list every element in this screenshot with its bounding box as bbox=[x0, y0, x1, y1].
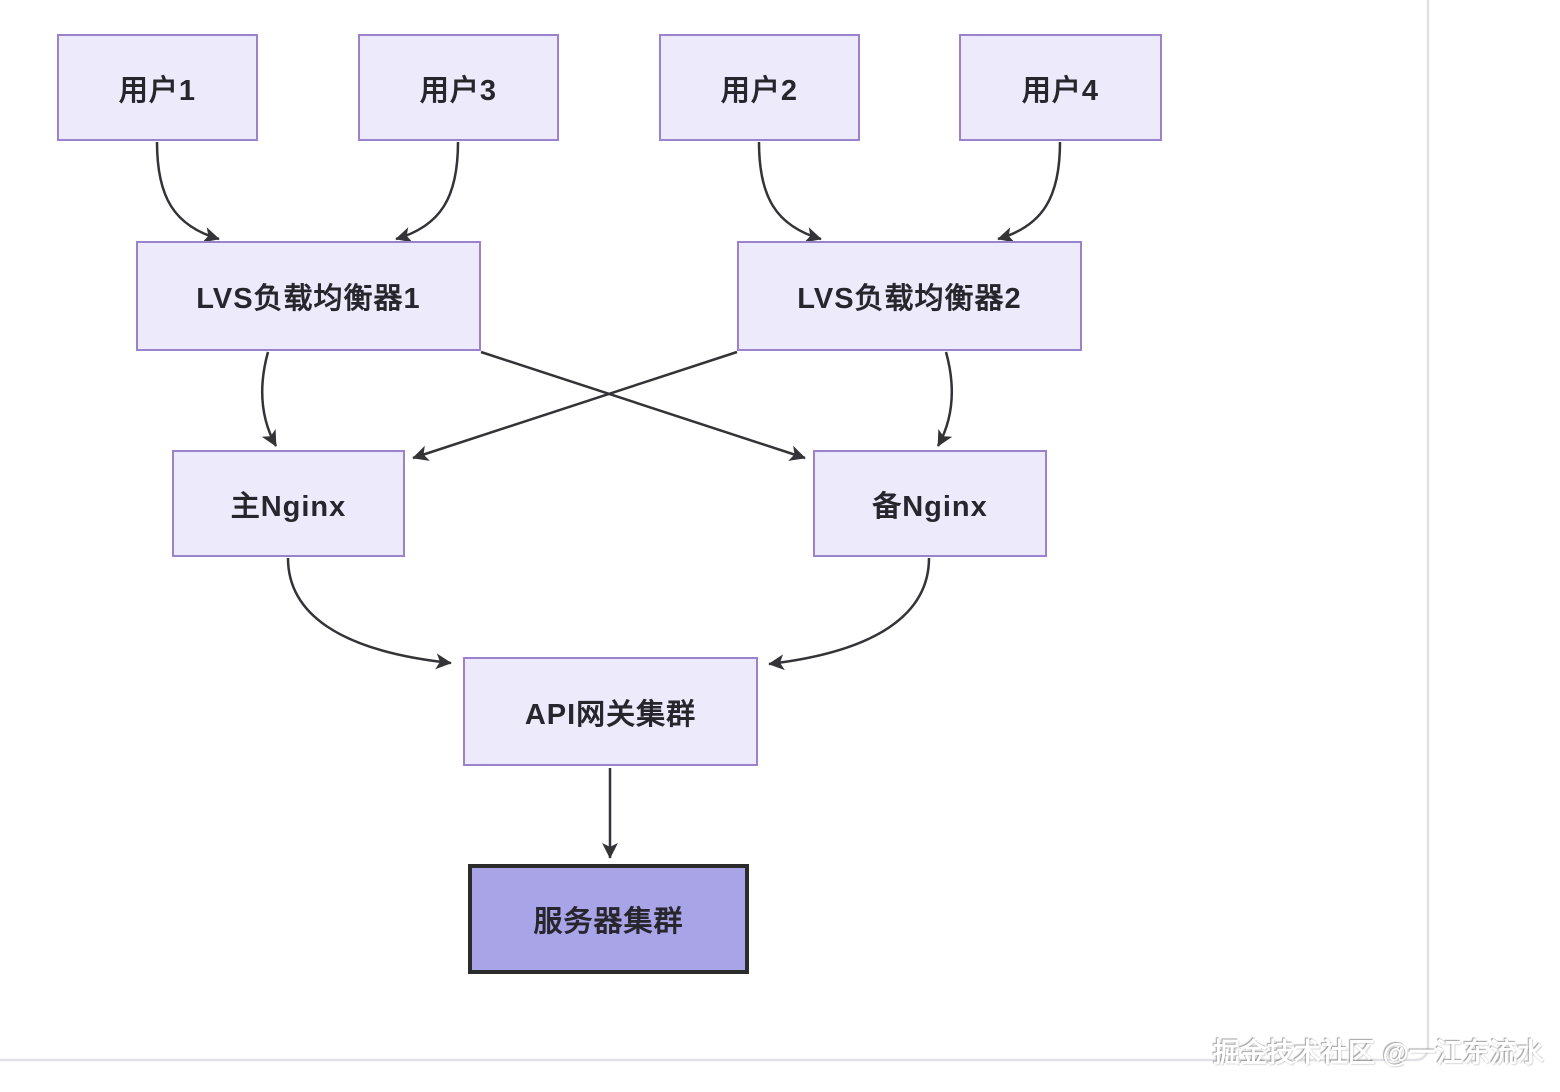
node-nginx-backup[interactable]: 备Nginx bbox=[813, 450, 1047, 557]
node-api-gateway-label: API网关集群 bbox=[524, 698, 697, 731]
node-user1[interactable]: 用户1 bbox=[57, 34, 258, 141]
arrow-nginx-backup-api bbox=[768, 557, 931, 671]
node-server-cluster-label: 服务器集群 bbox=[533, 906, 684, 938]
node-lvs2-label: LVS负载均衡器2 bbox=[797, 283, 1022, 315]
watermark: 掘金技术社区 @一江东流水 bbox=[1213, 1038, 1544, 1068]
node-lvs-load-balancer-1[interactable]: LVS负载均衡器1 bbox=[136, 241, 481, 351]
arrow-lvs1-nginx-primary bbox=[260, 351, 278, 447]
node-api-gateway-cluster[interactable]: API网关集群 bbox=[463, 657, 758, 766]
arrow-user4-lvs2 bbox=[997, 141, 1062, 243]
node-user4[interactable]: 用户4 bbox=[959, 34, 1162, 141]
arrow-lvs1-nginx-backup bbox=[480, 350, 806, 461]
arrows-group bbox=[155, 141, 1062, 859]
canvas-edge-line bbox=[0, 0, 1430, 1062]
node-user3[interactable]: 用户3 bbox=[358, 34, 559, 141]
arrow-user3-lvs1 bbox=[395, 141, 460, 243]
arrow-nginx-primary-api bbox=[286, 557, 452, 670]
node-user3-label: 用户3 bbox=[419, 74, 498, 107]
node-lvs-load-balancer-2[interactable]: LVS负载均衡器2 bbox=[737, 241, 1082, 351]
node-lvs1-label: LVS负载均衡器1 bbox=[196, 283, 421, 315]
node-nginx-primary-label: 主Nginx bbox=[230, 490, 347, 523]
node-server-cluster[interactable]: 服务器集群 bbox=[468, 864, 749, 974]
node-user2-label: 用户2 bbox=[720, 74, 799, 107]
arrow-lvs2-nginx-primary bbox=[412, 350, 738, 461]
node-nginx-primary[interactable]: 主Nginx bbox=[172, 450, 405, 557]
arrow-lvs2-nginx-backup bbox=[936, 351, 954, 447]
arrow-user1-lvs1 bbox=[155, 141, 220, 243]
node-user2[interactable]: 用户2 bbox=[659, 34, 860, 141]
node-nginx-backup-label: 备Nginx bbox=[872, 490, 988, 523]
arrow-user2-lvs2 bbox=[757, 141, 822, 243]
node-user4-label: 用户4 bbox=[1021, 74, 1100, 107]
node-user1-label: 用户1 bbox=[118, 74, 197, 107]
